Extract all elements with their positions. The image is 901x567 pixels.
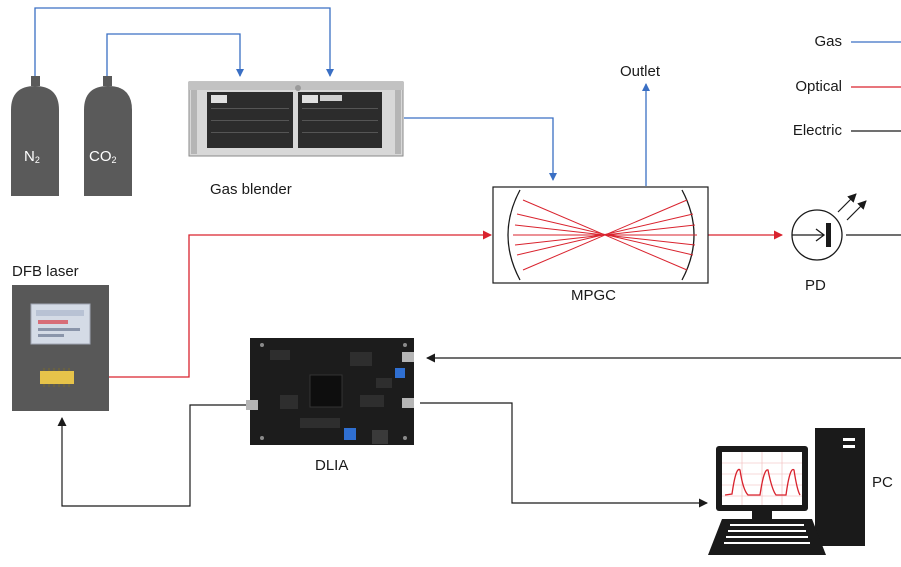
n2-cylinder — [11, 76, 59, 196]
photodetector — [791, 193, 867, 261]
legend-gas-label: Gas — [814, 33, 842, 50]
mpgc-cell — [492, 186, 709, 284]
optical-lines — [76, 230, 783, 378]
dlia-board — [246, 338, 414, 445]
gas-lines — [34, 7, 650, 186]
legend-optical-label: Optical — [795, 78, 842, 95]
pc-label: PC — [872, 474, 893, 491]
mpgc-label: MPGC — [571, 287, 616, 304]
legend-electric-label: Electric — [792, 122, 842, 139]
dfb-laser — [12, 285, 109, 411]
outlet-label: Outlet — [620, 63, 661, 80]
co2-label: CO2 — [89, 148, 117, 165]
dlia-label: DLIA — [315, 457, 349, 474]
pd-label: PD — [805, 277, 826, 294]
dfb-laser-label: DFB laser — [12, 263, 79, 280]
gas-blender-label: Gas blender — [210, 181, 292, 198]
co2-cylinder — [84, 76, 132, 196]
n2-label: N2 — [24, 148, 40, 165]
legend-lines — [851, 41, 901, 132]
pc-computer — [708, 428, 865, 555]
gas-blender — [188, 81, 404, 157]
electric-lines — [57, 234, 901, 508]
